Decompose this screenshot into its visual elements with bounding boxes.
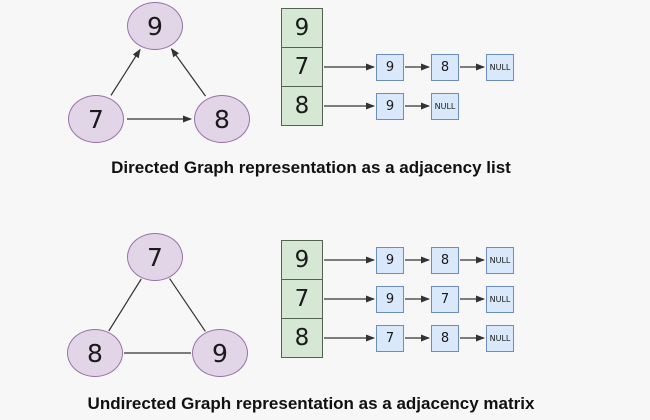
graph-node: 7 xyxy=(68,95,124,143)
list-node-box: 9 xyxy=(376,285,404,313)
graph-node: 8 xyxy=(67,329,123,377)
edge-line xyxy=(169,278,206,332)
null-box: NULL xyxy=(486,285,514,313)
list-node-box: 9 xyxy=(376,92,404,120)
adjacency-key-cell: 9 xyxy=(281,8,323,48)
undirected-graph-caption: Undirected Graph representation as a adj… xyxy=(87,394,535,413)
null-box: NULL xyxy=(431,92,459,120)
graph-node: 9 xyxy=(192,329,248,377)
edge-line xyxy=(108,278,142,332)
edge-arrow xyxy=(110,48,141,96)
null-box: NULL xyxy=(486,53,514,81)
graph-node: 7 xyxy=(127,233,183,281)
list-node-box: 7 xyxy=(431,285,459,313)
edge-arrow xyxy=(170,48,207,97)
null-box: NULL xyxy=(486,246,514,274)
list-node-box: 8 xyxy=(431,246,459,274)
adjacency-key-cell: 7 xyxy=(281,47,323,87)
graph-node: 9 xyxy=(127,2,183,50)
adjacency-key-cell: 8 xyxy=(281,86,323,126)
list-node-box: 7 xyxy=(376,324,404,352)
graph-node: 8 xyxy=(194,95,250,143)
list-node-box: 8 xyxy=(431,324,459,352)
list-node-box: 9 xyxy=(376,246,404,274)
directed-graph-caption: Directed Graph representation as a adjac… xyxy=(111,158,511,177)
list-node-box: 9 xyxy=(376,53,404,81)
adjacency-key-cell: 8 xyxy=(281,318,323,358)
list-node-box: 8 xyxy=(431,53,459,81)
adjacency-key-cell: 7 xyxy=(281,279,323,319)
null-box: NULL xyxy=(486,324,514,352)
adjacency-key-cell: 9 xyxy=(281,240,323,280)
